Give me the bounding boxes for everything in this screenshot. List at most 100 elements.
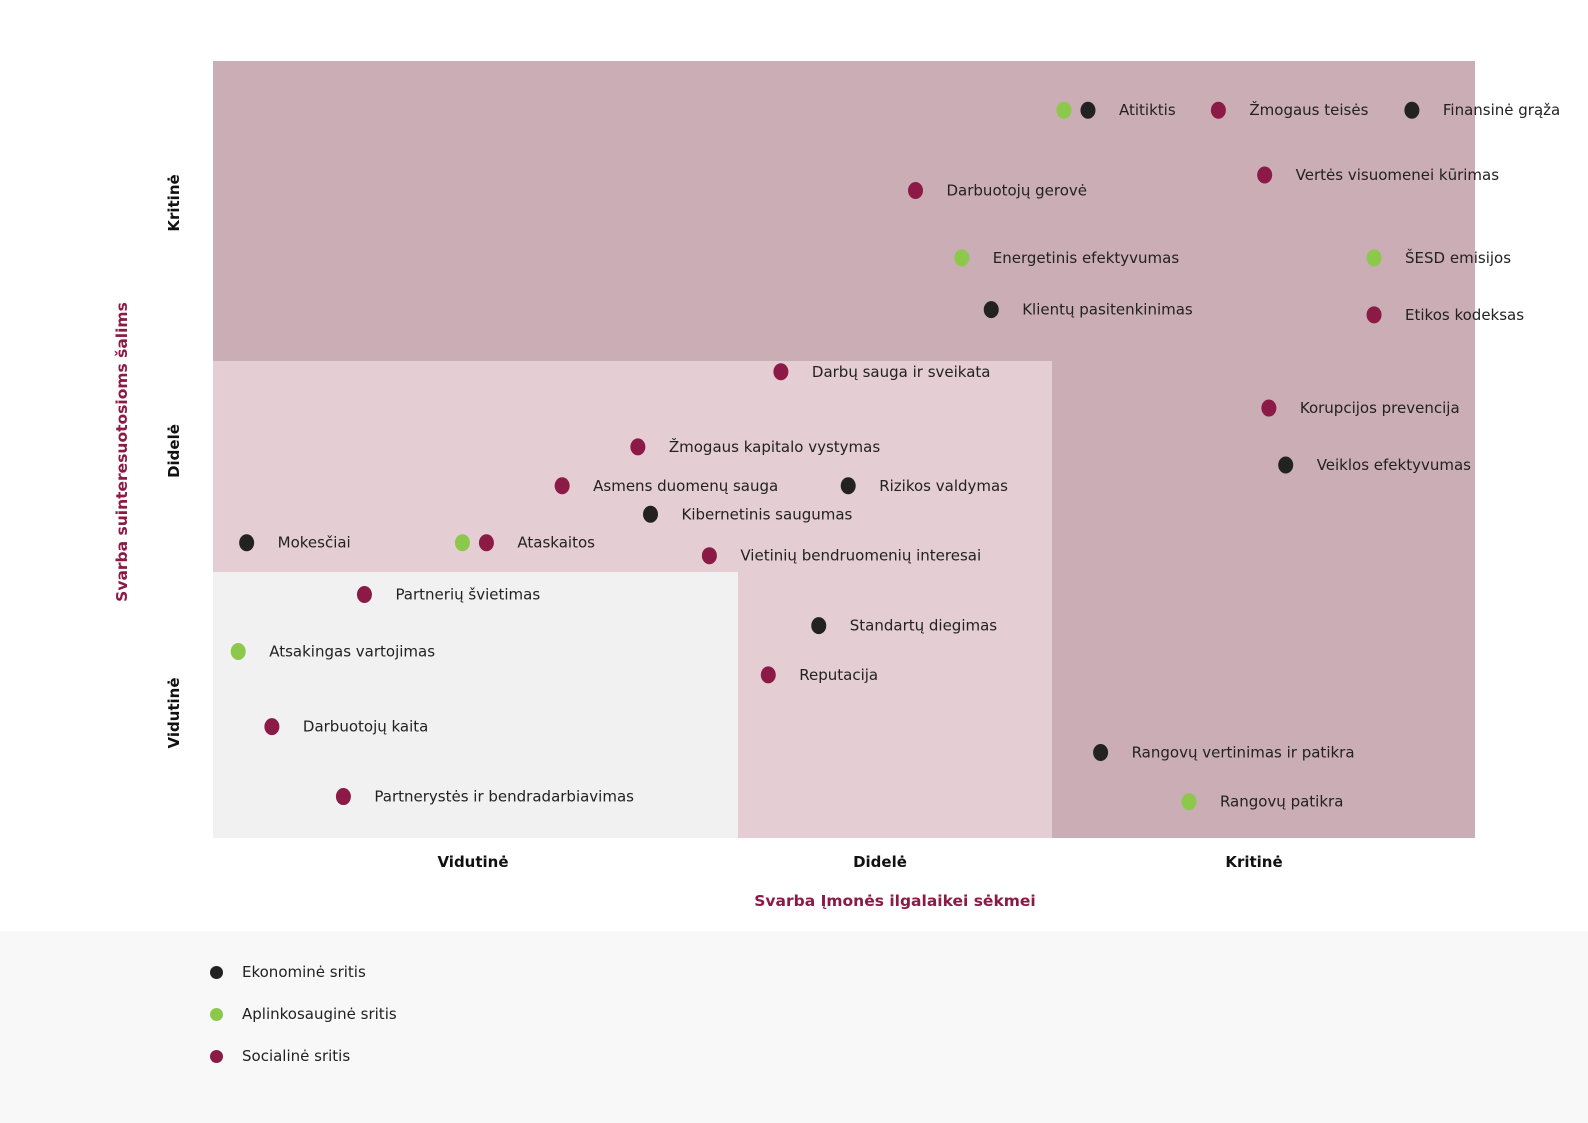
point-label: Rangovų patikra bbox=[1220, 793, 1343, 811]
data-point: Atsakingas vartojimas bbox=[230, 643, 435, 661]
legend: Ekonominė sritis Aplinkosauginė sritis S… bbox=[210, 951, 397, 1077]
point-marker bbox=[335, 788, 351, 806]
point-marker bbox=[1181, 793, 1197, 811]
point-marker bbox=[630, 438, 646, 456]
data-point: Rangovų vertinimas ir patikra bbox=[1093, 744, 1355, 762]
legend-marker bbox=[210, 1049, 223, 1063]
data-point: Atitiktis bbox=[1056, 101, 1176, 119]
point-label: Partnerystės ir bendradarbiavimas bbox=[374, 788, 634, 806]
x-tick-label: Didelė bbox=[853, 853, 907, 871]
point-label: Partnerių švietimas bbox=[395, 586, 540, 604]
point-marker bbox=[478, 534, 494, 552]
legend-marker bbox=[210, 965, 223, 979]
data-point: Korupcijos prevencija bbox=[1261, 399, 1460, 417]
data-point: Kibernetinis saugumas bbox=[642, 505, 853, 523]
data-point: Asmens duomenų sauga bbox=[554, 477, 778, 495]
point-marker bbox=[239, 534, 255, 552]
data-point: Etikos kodeksas bbox=[1366, 306, 1524, 324]
data-point: Partnerių švietimas bbox=[356, 586, 540, 604]
point-marker bbox=[983, 301, 999, 319]
zones bbox=[213, 61, 1475, 838]
point-label: Kibernetinis saugumas bbox=[681, 505, 852, 523]
point-marker bbox=[1404, 101, 1420, 119]
point-marker bbox=[356, 586, 372, 604]
data-point: Žmogaus teisės bbox=[1210, 100, 1369, 119]
data-point: Vietinių bendruomenių interesai bbox=[701, 547, 981, 565]
point-marker bbox=[264, 718, 280, 736]
point-label: Klientų pasitenkinimas bbox=[1022, 301, 1193, 319]
data-point: Žmogaus kapitalo vystymas bbox=[630, 437, 880, 456]
data-points: Atitiktis Žmogaus teisės Finansinė grąžaVe… bbox=[230, 100, 1560, 811]
data-point: Darbuotojų gerovė bbox=[908, 182, 1087, 200]
point-label: Darbuotojų kaita bbox=[303, 718, 428, 736]
x-axis-ticks: Vidutinė Didelė Kritinė bbox=[437, 853, 1282, 871]
legend-label: Aplinkosauginė sritis bbox=[242, 1005, 397, 1023]
point-marker bbox=[1210, 101, 1226, 119]
point-marker bbox=[1257, 166, 1273, 184]
point-label: Reputacija bbox=[799, 666, 878, 684]
point-label: Mokesčiai bbox=[278, 534, 351, 552]
y-tick-label: Vidutinė bbox=[165, 677, 183, 748]
point-label: Energetinis efektyvumas bbox=[993, 249, 1180, 267]
legend-item-economic: Ekonominė sritis bbox=[210, 951, 397, 993]
legend-item-social: Socialinė sritis bbox=[210, 1035, 397, 1077]
legend-marker bbox=[210, 1007, 223, 1021]
data-point: Ataskaitos bbox=[454, 534, 595, 552]
point-label: Žmogaus teisės bbox=[1249, 100, 1368, 119]
point-label: Atitiktis bbox=[1119, 101, 1176, 119]
materiality-matrix: Atitiktis Žmogaus teisės Finansinė grąžaVe… bbox=[113, 61, 1560, 910]
point-marker bbox=[701, 547, 717, 565]
point-marker bbox=[908, 182, 924, 199]
legend-label: Ekonominė sritis bbox=[242, 963, 366, 981]
data-point: Partnerystės ir bendradarbiavimas bbox=[335, 788, 634, 806]
data-point: Darbuotojų kaita bbox=[264, 718, 428, 736]
legend-label: Socialinė sritis bbox=[242, 1047, 351, 1065]
point-marker bbox=[554, 477, 570, 495]
point-label: Darbuotojų gerovė bbox=[947, 182, 1088, 200]
point-marker bbox=[230, 643, 246, 661]
point-marker bbox=[1261, 399, 1277, 417]
point-marker bbox=[840, 477, 856, 495]
point-label: Rangovų vertinimas ir patikra bbox=[1132, 744, 1355, 762]
y-axis-title: Svarba suinteresuotosioms šalims bbox=[113, 302, 131, 602]
point-label: Finansinė grąža bbox=[1443, 101, 1560, 119]
legend-panel: Ekonominė sritis Aplinkosauginė sritis S… bbox=[0, 931, 1588, 1123]
point-label: Veiklos efektyvumas bbox=[1317, 456, 1471, 474]
x-axis-title: Svarba Įmonės ilgalaikei sėkmei bbox=[754, 892, 1035, 910]
legend-item-environmental: Aplinkosauginė sritis bbox=[210, 993, 397, 1035]
y-tick-label: Kritinė bbox=[165, 174, 183, 231]
point-label: Vietinių bendruomenių interesai bbox=[740, 547, 981, 565]
point-marker bbox=[811, 617, 827, 635]
data-point: Vertės visuomenei kūrimas bbox=[1257, 166, 1499, 184]
point-label: Žmogaus kapitalo vystymas bbox=[669, 437, 880, 456]
point-label: ŠESD emisijos bbox=[1405, 248, 1511, 267]
point-marker bbox=[773, 363, 789, 381]
point-label: Atsakingas vartojimas bbox=[269, 643, 435, 661]
point-label: Asmens duomenų sauga bbox=[593, 477, 778, 495]
point-label: Rizikos valdymas bbox=[879, 477, 1008, 495]
point-marker bbox=[454, 534, 470, 552]
data-point: Finansinė grąža bbox=[1404, 101, 1560, 119]
x-tick-label: Kritinė bbox=[1225, 853, 1282, 871]
point-marker bbox=[1080, 101, 1096, 119]
point-label: Vertės visuomenei kūrimas bbox=[1296, 166, 1500, 184]
point-label: Etikos kodeksas bbox=[1405, 306, 1524, 324]
zone-medium bbox=[213, 572, 738, 838]
point-marker bbox=[760, 666, 776, 684]
point-marker bbox=[1056, 101, 1072, 119]
point-marker bbox=[642, 505, 658, 523]
data-point: Klientų pasitenkinimas bbox=[983, 301, 1193, 319]
point-marker bbox=[1366, 249, 1382, 267]
data-point: Darbų sauga ir sveikata bbox=[773, 363, 990, 381]
point-label: Korupcijos prevencija bbox=[1300, 399, 1460, 417]
data-point: Rizikos valdymas bbox=[840, 477, 1008, 495]
data-point: Rangovų patikra bbox=[1181, 793, 1343, 811]
data-point: Reputacija bbox=[760, 666, 878, 684]
point-marker bbox=[1366, 306, 1382, 324]
data-point: Standartų diegimas bbox=[811, 617, 997, 635]
data-point: Energetinis efektyvumas bbox=[954, 249, 1179, 267]
point-label: Darbų sauga ir sveikata bbox=[812, 363, 991, 381]
x-tick-label: Vidutinė bbox=[437, 853, 508, 871]
point-marker bbox=[954, 249, 970, 267]
